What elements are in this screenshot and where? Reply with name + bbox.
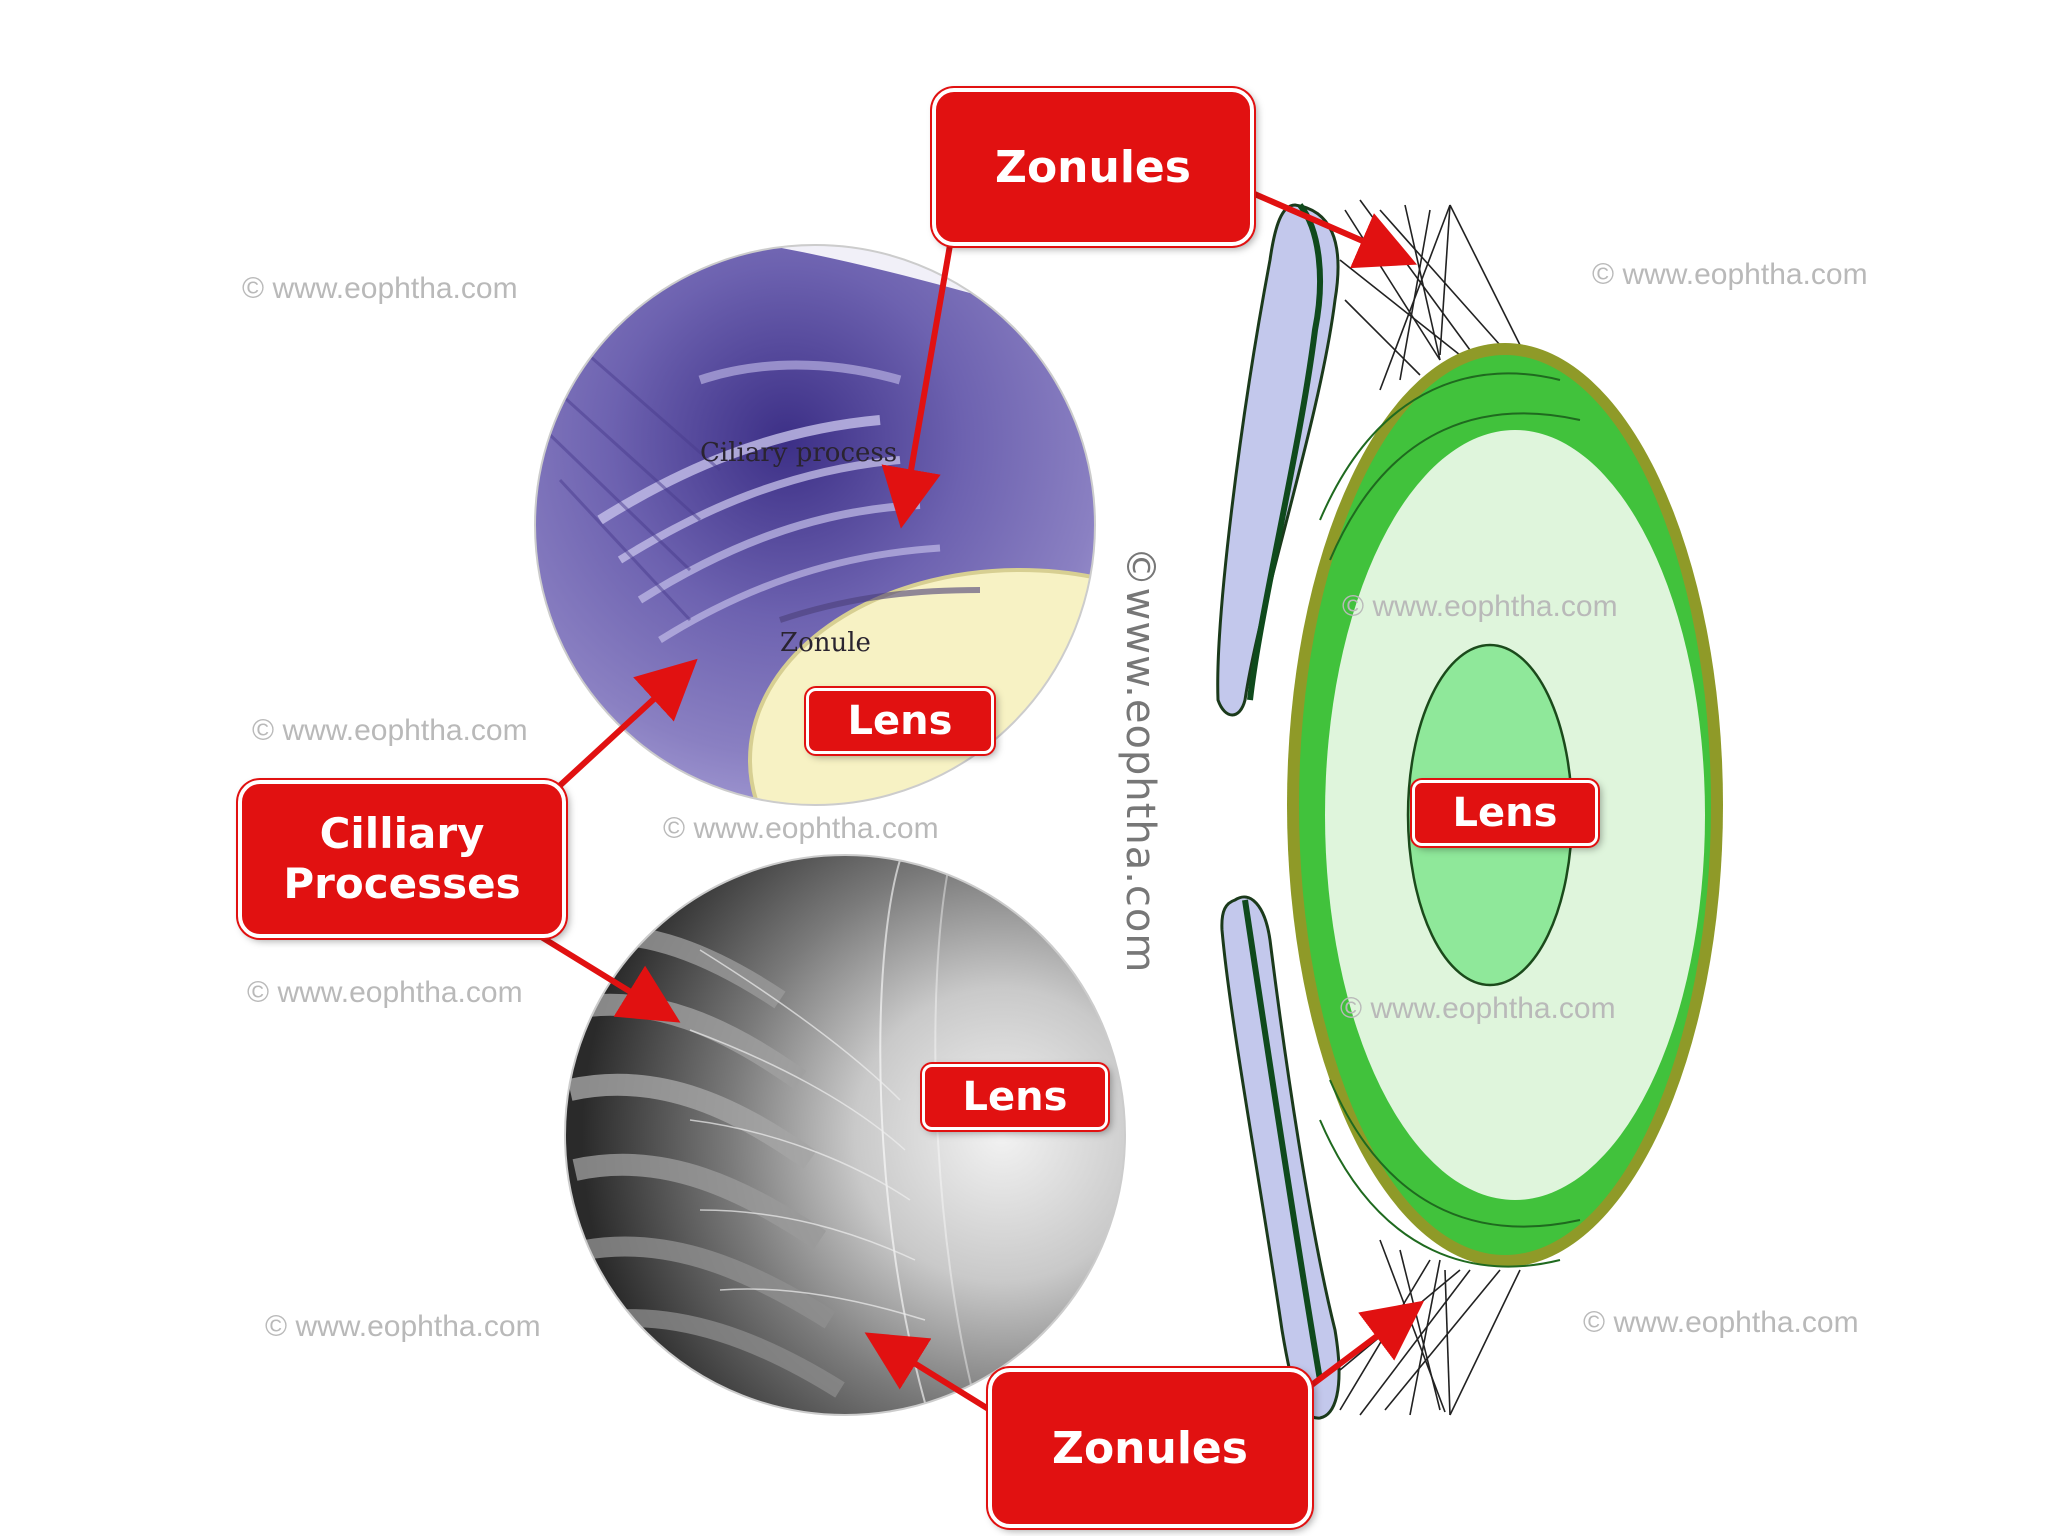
arrow-zonules-bottom-to-sem — [864, 1332, 992, 1413]
watermark: © www.eophtha.com — [1583, 1306, 1859, 1339]
ciliary-processes-label-line1: Cilliary — [319, 808, 485, 858]
zonules-top-label: Zonules — [932, 88, 1254, 246]
lens-label-diagram: Lens — [1412, 780, 1598, 846]
watermark: © www.eophtha.com — [1592, 258, 1868, 291]
watermark: © www.eophtha.com — [663, 812, 939, 845]
watermark: © www.eophtha.com — [252, 714, 528, 747]
lens-label-sem: Lens — [922, 1064, 1108, 1130]
sem-micrograph — [564, 854, 1126, 1416]
arrow-ciliary-to-upper — [552, 658, 698, 793]
lens-label-sem-text: Lens — [962, 1074, 1068, 1120]
arrow-ciliary-to-lower — [528, 927, 681, 1023]
ciliary-processes-label: Cilliary Processes — [238, 780, 566, 938]
lens-label-diagram-text: Lens — [1452, 790, 1558, 836]
ciliary-processes-label-line2: Processes — [283, 859, 521, 908]
zonules-top-label-text: Zonules — [995, 141, 1191, 193]
arrow-zonules-bottom-to-diagram — [1303, 1300, 1425, 1393]
arrow-zonules-top-to-diagram — [1248, 189, 1418, 269]
vertical-watermark-text: ©www.eophtha.com — [1117, 546, 1163, 974]
arrow-zonules-top-to-micrograph — [881, 244, 953, 529]
callout-arrows — [528, 189, 1425, 1413]
zonules-bottom-label: Zonules — [988, 1368, 1312, 1528]
zonules-bottom-label-text: Zonules — [1052, 1422, 1248, 1474]
caption-zonule: Zonule — [780, 628, 871, 658]
lens-label-histology-text: Lens — [847, 698, 953, 744]
watermark: © www.eophtha.com — [1340, 992, 1616, 1025]
watermark: © www.eophtha.com — [1342, 590, 1618, 623]
lens-label-histology: Lens — [806, 688, 994, 754]
watermark: © www.eophtha.com — [247, 976, 523, 1009]
vertical-watermark: ©www.eophtha.com — [1110, 520, 1170, 1000]
watermark: © www.eophtha.com — [265, 1310, 541, 1343]
caption-ciliary-process: Ciliary process — [700, 438, 898, 468]
watermark: © www.eophtha.com — [242, 272, 518, 305]
